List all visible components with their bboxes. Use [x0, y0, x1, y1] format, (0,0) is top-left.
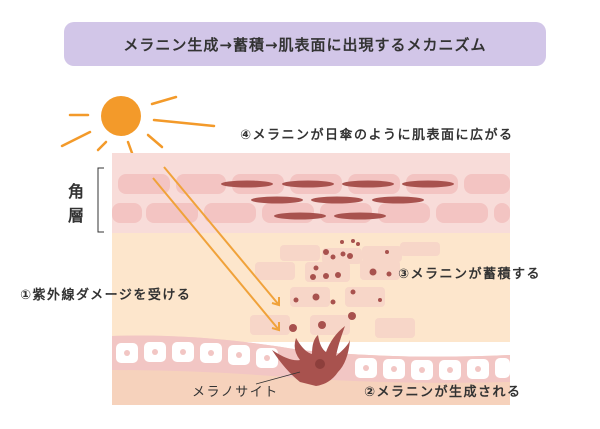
- melanin-spread: [221, 180, 454, 220]
- skin-layers: [112, 153, 510, 405]
- title-banner: メラニン生成→蓄積→肌表面に出現するメカニズム: [64, 22, 546, 66]
- stratum-corneum-label-2: 層: [68, 206, 86, 225]
- step1-label: ①紫外線ダメージを受ける: [20, 288, 192, 303]
- melanocyte-cell: [272, 326, 350, 386]
- corneum-bracket: [97, 167, 104, 233]
- stratum-corneum-label-1: 角: [68, 182, 86, 201]
- step4-label: ④メラニンが日傘のように肌表面に広がる: [240, 128, 514, 143]
- melanin-granules: [289, 239, 392, 332]
- melanocyte-label: メラノサイト: [192, 385, 279, 400]
- step3-label: ③メラニンが蓄積する: [398, 267, 542, 282]
- uv-arrows: [152, 166, 280, 332]
- step2-label: ②メラニンが生成される: [364, 385, 522, 400]
